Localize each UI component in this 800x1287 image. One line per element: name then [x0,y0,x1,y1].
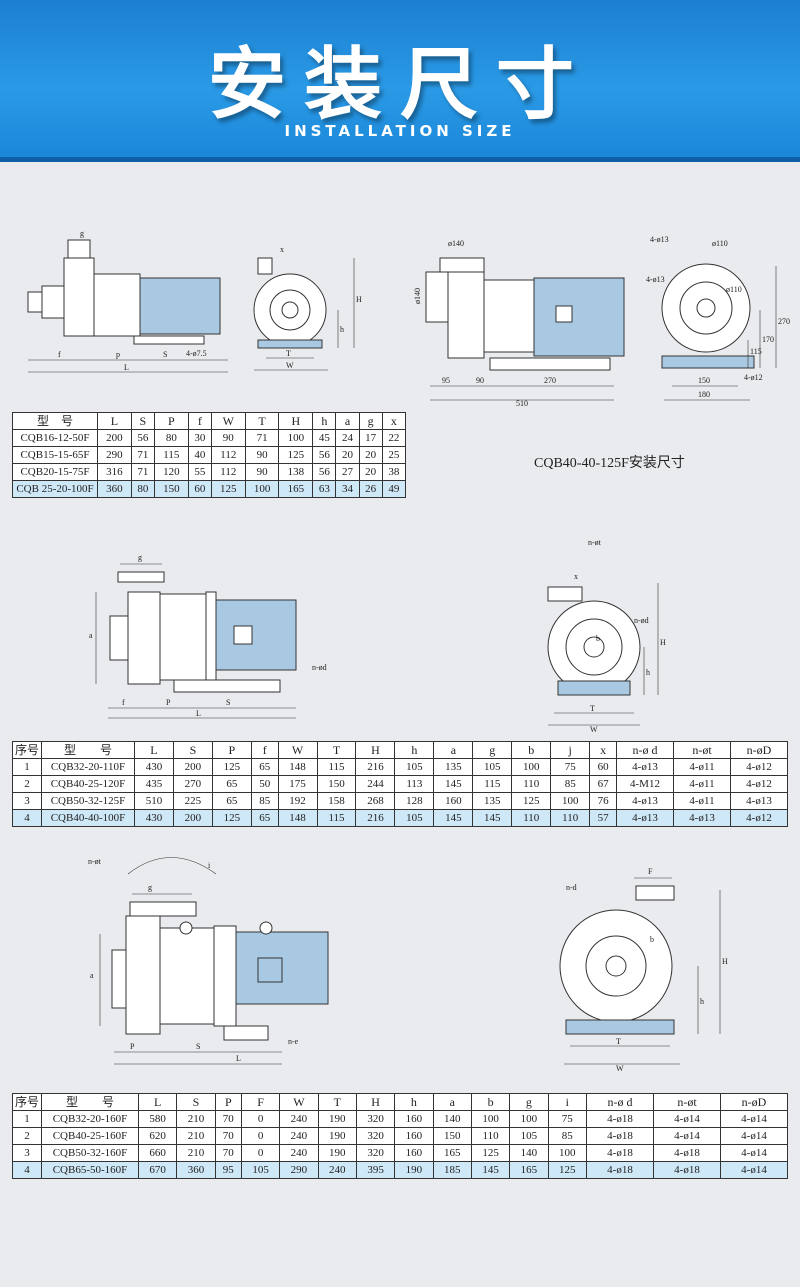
d4-T: T [590,704,595,713]
page-header: 安装尺寸 INSTALLATION SIZE [0,0,800,162]
d4-x: x [574,572,578,581]
drawing-large-pump-end: F n-d b H h T W [559,867,728,1073]
drawing-medium-pump-side: g a f P S L n-ød [89,553,327,719]
d1-hole: 4-ø7.5 [186,349,207,358]
d6-nd: n-d [566,883,577,892]
page-subtitle: INSTALLATION SIZE [284,122,516,140]
d5-g: g [148,883,152,892]
d3-S: S [226,698,230,707]
d1-L: L [124,363,129,372]
d2-phi13a: 4-ø13 [650,235,669,244]
d1-H: H [356,295,362,304]
d2-95: 95 [442,376,450,385]
d6-T: T [616,1037,621,1046]
header-stripe [0,157,800,162]
d1-W: W [286,361,294,370]
d2-phi140a: ø140 [448,239,464,248]
d4-H: H [660,638,666,647]
d2-phi12: 4-ø12 [744,373,763,382]
d2-phi110b: ø110 [726,285,742,294]
d5-P: P [130,1042,135,1051]
d4-h: h [646,668,650,677]
d5-nt: n-øt [88,857,102,866]
d6-h: h [700,997,704,1006]
drawing-medium-pump-end: n-øt x n-ød b H h T W [547,538,666,734]
d1-S: S [163,350,167,359]
drawing-cqb40-125f: ø140 ø140 95 90 270 510 4-ø13 ø110 4-ø13… [413,235,790,408]
d1-T: T [286,349,291,358]
d2-170: 170 [762,335,774,344]
d2-180: 180 [698,390,710,399]
d2-270b: 270 [778,317,790,326]
d1-g: g [80,229,84,238]
d3-nd: n-ød [312,663,327,672]
d4-nt: n-øt [588,538,602,547]
d5-ne: n-e [288,1037,299,1046]
d4-b: b [596,634,600,643]
d2-phi13b: 4-ø13 [646,275,665,284]
d5-L: L [236,1054,241,1063]
d4-nd: n-ød [634,616,649,625]
d2-270a: 270 [544,376,556,385]
d2-90: 90 [476,376,484,385]
d4-W: W [590,725,598,734]
d3-f: f [122,698,125,707]
d6-W: W [616,1064,624,1073]
d3-P: P [166,698,171,707]
d5-i: i [208,861,211,870]
d1-x: x [280,245,284,254]
d3-L: L [196,709,201,718]
d1-f: f [58,350,61,359]
d1-h: h [340,325,344,334]
d2-510: 510 [516,399,528,408]
d6-F: F [648,867,653,876]
d3-g: g [138,553,142,562]
d5-S: S [196,1042,200,1051]
page-title: 安装尺寸 [207,40,592,130]
d6-b: b [650,935,654,944]
d1-p: p [116,350,120,359]
d2-phi140b: ø140 [413,288,422,304]
d6-H: H [722,957,728,966]
d5-a: a [90,971,94,980]
drawing-large-pump-side: n-øt i g a P S L n-e [88,857,329,1065]
table-header-row: 型 号 L S P f W T H h a g x [12,412,407,430]
drawing-small-pump: g x H h f p S L T W 4-ø7.5 [27,229,362,373]
caption-cqb40-125f: CQB40-40-125F安装尺寸 [534,456,685,471]
d2-phi110a: ø110 [712,239,728,248]
d2-115: 115 [750,347,762,356]
d3-a: a [89,631,93,640]
d2-150: 150 [698,376,710,385]
